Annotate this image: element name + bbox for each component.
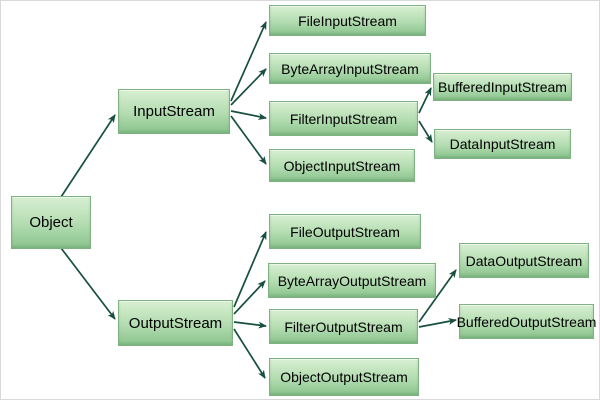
inheritance-arrow-object-to-output-stream	[60, 247, 116, 320]
node-label: FilterOutputStream	[284, 318, 403, 335]
node-output-stream: OutputStream	[118, 300, 233, 346]
node-label: FileInputStream	[298, 12, 397, 29]
node-label: OutputStream	[128, 314, 223, 332]
inheritance-arrow-input-stream-to-filter-input-stream	[230, 110, 267, 120]
node-label: ObjectInputStream	[283, 157, 401, 174]
node-file-output-stream: FileOutputStream	[269, 214, 421, 249]
inheritance-arrow-output-stream-to-byte-array-output-stream	[233, 280, 266, 315]
node-file-input-stream: FileInputStream	[269, 5, 426, 36]
node-data-input-stream: DataInputStream	[434, 129, 571, 159]
node-byte-array-output-stream: ByteArrayOutputStream	[268, 263, 436, 298]
node-label: ObjectOutputStream	[280, 369, 408, 385]
node-label: ByteArrayOutputStream	[277, 272, 427, 289]
node-label: BufferedInputStream	[438, 79, 567, 95]
node-label: BufferedOutputStream	[456, 313, 597, 330]
node-label: DataOutputStream	[465, 252, 583, 269]
node-label: Object	[29, 214, 73, 231]
inheritance-arrow-input-stream-to-object-input-stream	[230, 115, 267, 165]
inheritance-arrow-object-to-input-stream	[60, 114, 116, 198]
node-filter-output-stream: FilterOutputStream	[269, 309, 418, 344]
node-label: ByteArrayInputStream	[281, 60, 419, 77]
inheritance-arrow-output-stream-to-file-output-stream	[233, 231, 267, 308]
node-byte-array-input-stream: ByteArrayInputStream	[269, 53, 431, 84]
node-filter-input-stream: FilterInputStream	[269, 101, 418, 136]
node-object: Object	[11, 196, 91, 249]
inheritance-arrow-input-stream-to-byte-array-input-stream	[230, 68, 267, 106]
node-object-output-stream: ObjectOutputStream	[269, 358, 419, 396]
node-label: FileOutputStream	[290, 223, 400, 240]
node-buffered-output-stream: BufferedOutputStream	[456, 304, 597, 339]
inheritance-arrow-filter-input-stream-to-data-input-stream	[418, 120, 433, 143]
inheritance-arrow-filter-input-stream-to-buffered-input-stream	[418, 87, 432, 114]
inheritance-arrow-input-stream-to-file-input-stream	[230, 21, 267, 102]
inheritance-arrow-filter-output-stream-to-buffered-output-stream	[418, 317, 457, 328]
inheritance-arrow-output-stream-to-filter-output-stream	[233, 321, 267, 329]
node-label: InputStream	[133, 103, 215, 120]
node-input-stream: InputStream	[118, 89, 230, 134]
node-object-input-stream: ObjectInputStream	[269, 149, 415, 182]
node-buffered-input-stream: BufferedInputStream	[433, 73, 572, 101]
node-label: DataInputStream	[449, 136, 556, 152]
node-data-output-stream: DataOutputStream	[459, 243, 589, 278]
node-label: FilterInputStream	[289, 110, 398, 127]
inheritance-arrow-output-stream-to-object-output-stream	[233, 328, 266, 379]
